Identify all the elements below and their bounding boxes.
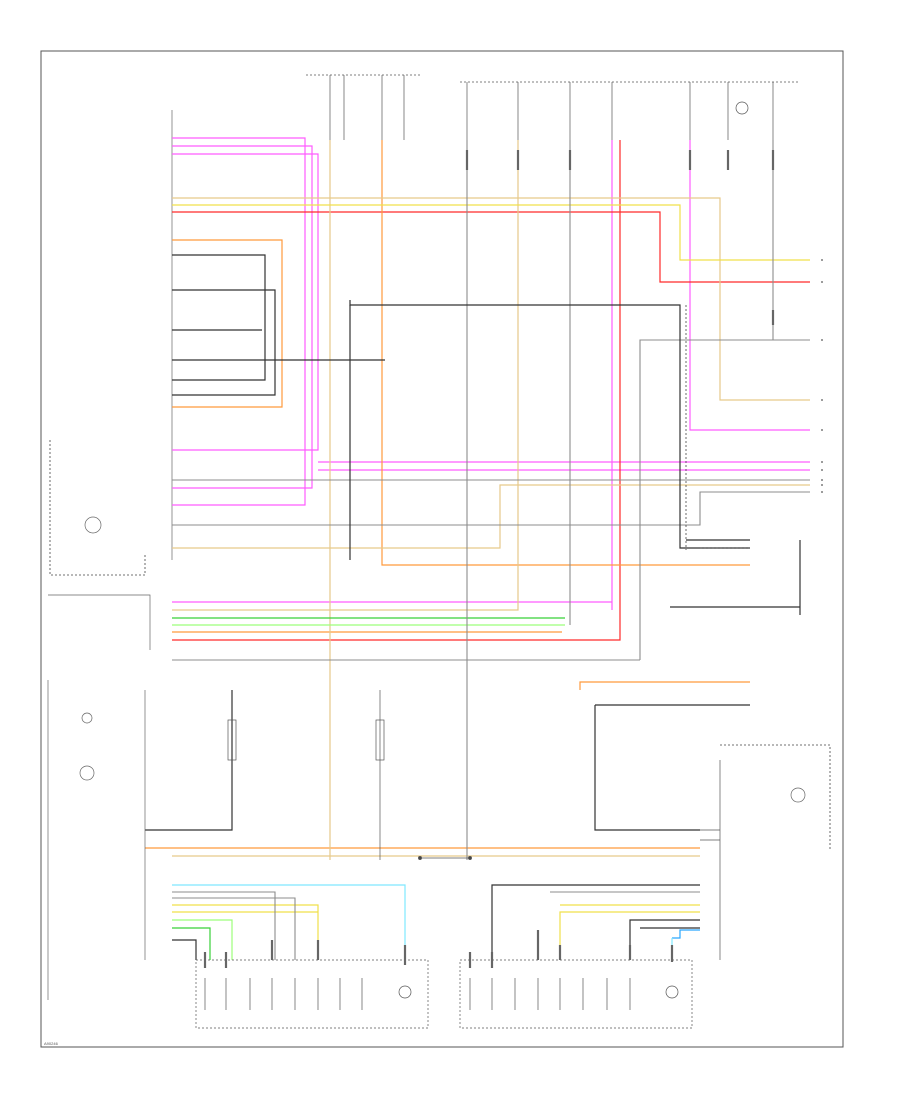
passenger-seat-switch	[459, 959, 693, 1029]
driver-seat-switch	[195, 959, 429, 1029]
wires-gray	[172, 140, 810, 960]
diagram-border	[40, 50, 844, 1048]
wires-red	[172, 140, 810, 641]
wires-pink	[172, 137, 810, 610]
wires-green	[172, 617, 565, 960]
left-lower-module	[47, 516, 806, 1000]
center-components	[227, 690, 721, 960]
dashed-shield-lines	[49, 305, 831, 850]
wires-tan	[172, 140, 810, 860]
footer-code: A90246	[44, 1041, 59, 1046]
top-connectors	[306, 74, 800, 140]
right-terminals	[821, 259, 823, 493]
wires-yellow	[172, 204, 810, 960]
wires-blue	[172, 884, 700, 960]
pin-stubs	[203, 150, 775, 968]
wires-black	[145, 254, 801, 960]
wires-orange	[145, 140, 750, 849]
